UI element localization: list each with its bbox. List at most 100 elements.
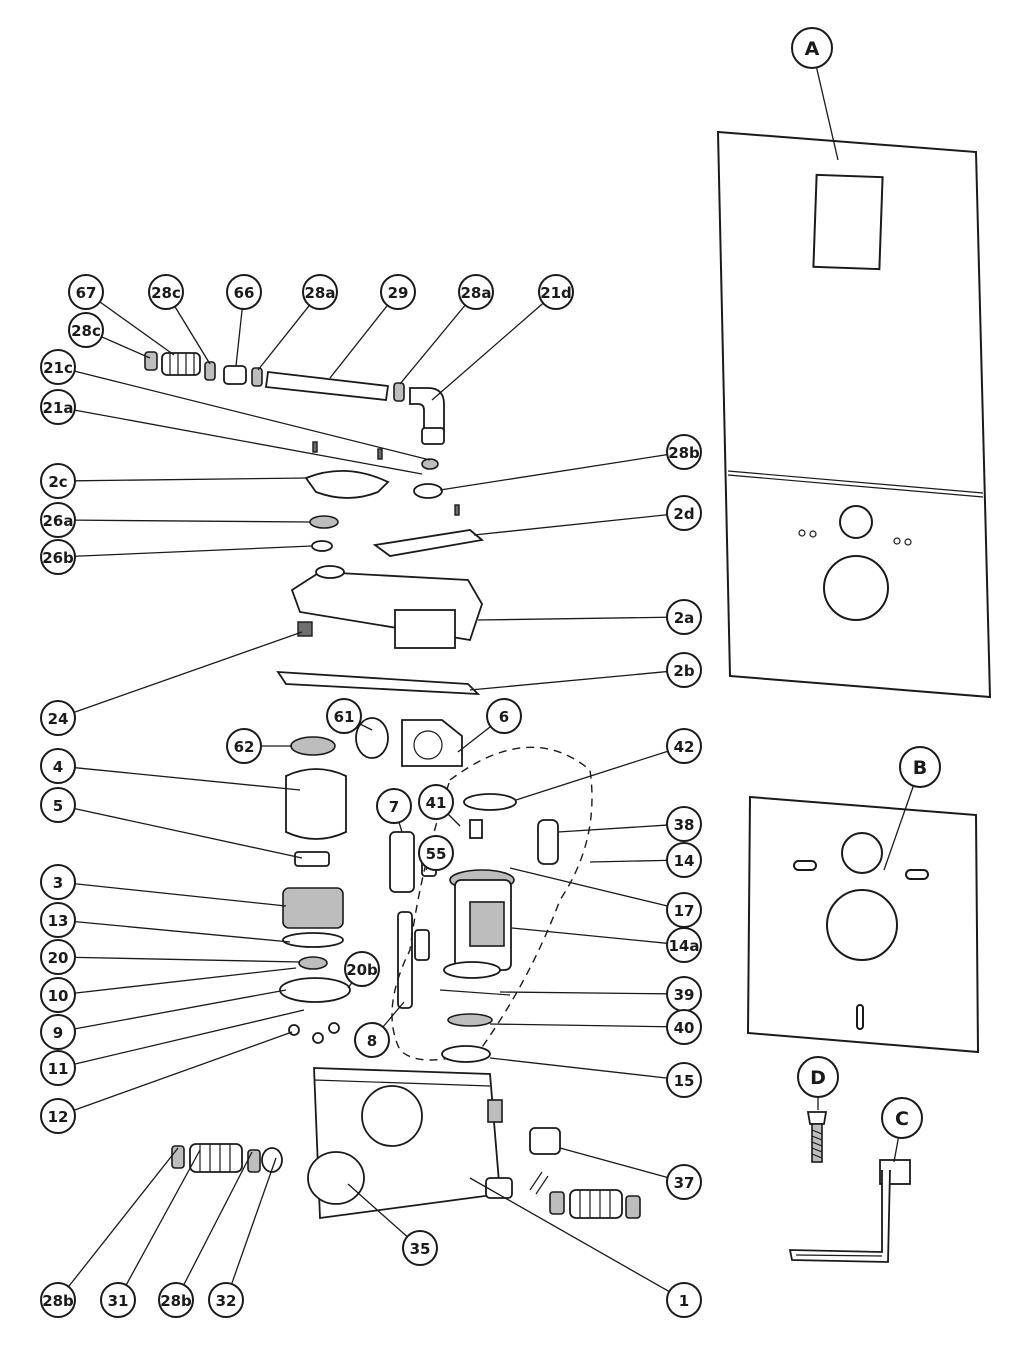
left-internal-parts [279, 717, 463, 1044]
callout-28a: 28a [302, 274, 338, 310]
leader-line [74, 370, 431, 461]
callout-label: 29 [388, 284, 409, 302]
callout-label: 61 [334, 708, 355, 726]
callout-42: 42 [666, 728, 702, 764]
callout-label: 42 [674, 738, 695, 756]
callout-circle [402, 1230, 438, 1266]
leader-line [73, 1031, 293, 1111]
leader-line [469, 1177, 670, 1293]
callout-label: 21a [43, 399, 74, 417]
leader-line [511, 927, 668, 944]
leader-line [74, 807, 303, 859]
callout-21a: 21a [40, 389, 76, 425]
callout-label: D [810, 1067, 826, 1089]
callout-circle [899, 746, 941, 788]
callout-circle [666, 1062, 702, 1098]
callout-circle [40, 463, 76, 499]
callout-label: 11 [48, 1060, 69, 1078]
callout-20b: 20b [344, 951, 380, 987]
leader-line [329, 304, 388, 379]
leader-line [74, 967, 297, 994]
leader-line [447, 813, 461, 827]
leader-line [557, 824, 668, 833]
callout-11: 11 [40, 1050, 76, 1086]
callout-circle [40, 502, 76, 538]
leader-line [183, 1151, 253, 1286]
callout-61: 61 [326, 698, 362, 734]
callout-41: 41 [418, 784, 454, 820]
leader-line [231, 1157, 277, 1285]
callout-40: 40 [666, 1009, 702, 1045]
leader-line [515, 750, 669, 801]
leader-line [174, 306, 211, 365]
leader-line [883, 785, 915, 871]
callout-circle [354, 1022, 390, 1058]
callout-label: 15 [674, 1072, 695, 1090]
callout-circle [40, 787, 76, 823]
callout-circle [666, 495, 702, 531]
callout-label: 3 [53, 874, 63, 892]
callout-circle [376, 788, 412, 824]
callout-label: 32 [216, 1292, 237, 1310]
inlet-pipe-assembly [144, 351, 445, 445]
leader-line [477, 616, 668, 621]
callout-circle [40, 977, 76, 1013]
callout-26b: 26b [40, 539, 76, 575]
callout-circle [666, 1009, 702, 1045]
leader-line [73, 631, 303, 713]
callout-label: 17 [674, 902, 695, 920]
callout-5: 5 [40, 787, 76, 823]
callout-28a: 28a [458, 274, 494, 310]
callout-circle [40, 1282, 76, 1318]
leader-line [398, 822, 403, 833]
callout-circle [40, 1014, 76, 1050]
leader-line [489, 1057, 668, 1079]
callout-label: 7 [389, 798, 399, 816]
callout-B: B [899, 746, 941, 788]
callout-label: 4 [53, 758, 63, 776]
callout-circle [666, 728, 702, 764]
leader-line [893, 1137, 900, 1163]
callout-4: 4 [40, 748, 76, 784]
leader-lines [68, 67, 915, 1293]
callout-39: 39 [666, 976, 702, 1012]
callout-circle [666, 842, 702, 878]
callout-circle [666, 927, 702, 963]
bracket-c [788, 1159, 911, 1263]
leader-line [499, 991, 668, 995]
callout-circle [418, 835, 454, 871]
leader-line [399, 304, 466, 385]
leader-line [489, 1023, 668, 1028]
callout-circle [68, 274, 104, 310]
callout-28b: 28b [40, 1282, 76, 1318]
callout-label: 14a [669, 937, 700, 955]
leader-line [257, 304, 310, 371]
callout-label: 5 [53, 797, 63, 815]
leader-line [74, 545, 313, 557]
callout-label: 38 [674, 816, 695, 834]
callout-26a: 26a [40, 502, 76, 538]
callout-label: 6 [499, 708, 509, 726]
callout-label: 28a [305, 284, 336, 302]
callout-circle [797, 1056, 839, 1098]
callout-label: 40 [674, 1019, 695, 1037]
leader-line [589, 859, 668, 863]
callout-3: 3 [40, 864, 76, 900]
callout-D: D [797, 1056, 839, 1098]
callout-label: 21d [540, 284, 572, 302]
callout-20: 20 [40, 939, 76, 975]
callout-2a: 2a [666, 599, 702, 635]
callout-circle [226, 274, 262, 310]
leader-line [68, 1147, 179, 1288]
callout-label: 67 [76, 284, 97, 302]
callout-circle [40, 902, 76, 938]
leader-line [74, 1009, 305, 1065]
callout-label: 28b [42, 1292, 74, 1310]
callout-label: 35 [410, 1240, 431, 1258]
callout-label: A [805, 38, 820, 60]
main-tank [307, 1067, 513, 1220]
leader-line [473, 514, 668, 536]
callout-circle [100, 1282, 136, 1318]
callout-circle [40, 864, 76, 900]
